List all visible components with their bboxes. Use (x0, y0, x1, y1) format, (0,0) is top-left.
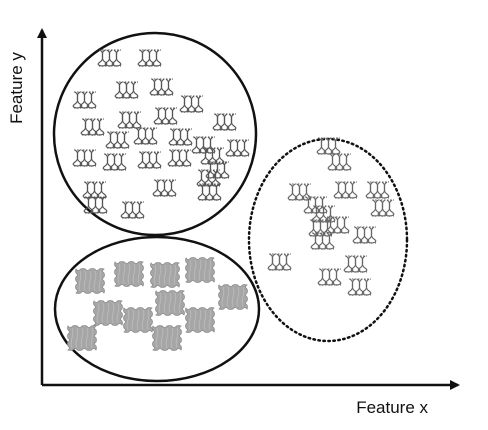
sample-glyph-right (343, 255, 368, 273)
sample-glyph-top-left (225, 139, 250, 157)
sample-glyph-top-left (212, 113, 237, 131)
cluster-boundary-bottom-left (53, 235, 261, 383)
y-axis-label: Feature y (7, 52, 26, 124)
sample-glyph-top-left (149, 78, 174, 96)
sample-glyph-right (352, 226, 377, 244)
sample-glyph-top-left (133, 127, 158, 145)
sample-glyph-top-left (117, 111, 142, 129)
sample-glyph-bottom-left (93, 300, 123, 326)
sample-glyph-top-left (153, 107, 178, 125)
sample-glyph-right (308, 219, 333, 237)
sample-glyph-top-left (72, 91, 97, 109)
sample-glyph-top-left (167, 149, 192, 167)
sample-glyph-bottom-left (185, 307, 215, 333)
cluster-boundary-right (247, 137, 409, 343)
sample-glyph-bottom-left (152, 325, 182, 351)
sample-glyph-right (287, 183, 312, 201)
sample-glyph-right (333, 181, 358, 199)
sample-glyph-right (370, 199, 395, 217)
sample-glyph-bottom-left (75, 268, 105, 294)
sample-glyph-right (347, 278, 372, 296)
sample-glyph-top-left (102, 153, 127, 171)
sample-glyph-right (365, 181, 390, 199)
sample-glyph-top-left (80, 118, 105, 136)
sample-glyph-top-left (179, 95, 204, 113)
cluster-boundary-top-left (52, 31, 258, 237)
sample-glyph-right (267, 253, 292, 271)
sample-glyph-top-left (137, 151, 162, 169)
sample-glyph-right (327, 153, 352, 171)
sample-glyph-top-left (72, 149, 97, 167)
sample-glyph-top-left (105, 131, 130, 149)
sample-glyph-top-left (137, 49, 162, 67)
sample-glyph-layer (67, 49, 395, 351)
sample-glyph-right (316, 137, 341, 155)
sample-glyph-bottom-left (155, 290, 185, 316)
sample-glyph-top-left (97, 49, 122, 67)
sample-glyph-top-left (120, 201, 145, 219)
sample-glyph-bottom-left (218, 284, 248, 310)
sample-glyph-bottom-left (123, 307, 153, 333)
sample-glyph-top-left (197, 183, 222, 201)
sample-glyph-top-left (191, 136, 216, 154)
sample-glyph-bottom-left (114, 261, 144, 287)
x-axis-label: Feature x (356, 398, 428, 417)
sample-glyph-bottom-left (67, 325, 97, 351)
sample-glyph-bottom-left (150, 262, 180, 288)
sample-glyph-top-left (83, 196, 108, 214)
sample-glyph-right (310, 232, 335, 250)
sample-glyph-top-left (114, 81, 139, 99)
sample-glyph-top-left (82, 181, 107, 199)
sample-glyph-right (325, 216, 350, 234)
sample-glyph-top-left (168, 128, 193, 146)
sample-glyph-right (317, 268, 342, 286)
sample-glyph-top-left (152, 179, 177, 197)
sample-glyph-right (311, 205, 336, 223)
sample-glyph-bottom-left (185, 257, 215, 283)
